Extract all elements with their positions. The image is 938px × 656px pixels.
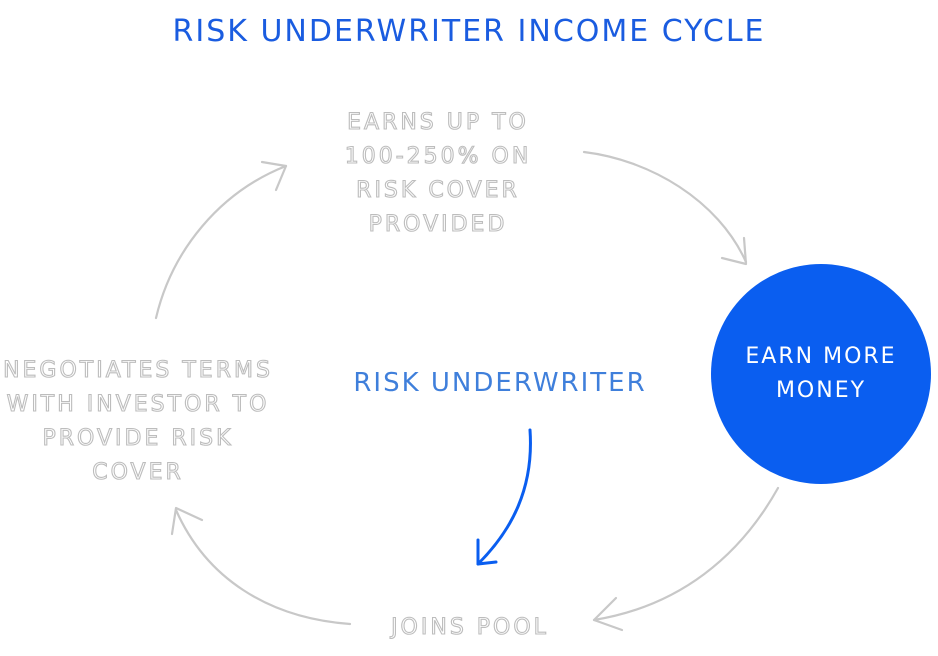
arrowhead-joins-to-negotiates: [170, 506, 204, 536]
arrow-circle-to-joins: [592, 486, 780, 622]
earn-more-money-label: EARN MORE MONEY: [745, 344, 897, 403]
diagram-title: RISK UNDERWRITER INCOME CYCLE: [172, 14, 766, 49]
arrow-center-to-joins: [476, 428, 532, 566]
arrowhead-negotiates-to-earns: [260, 160, 288, 192]
earn-more-money-circle: EARN MORE MONEY: [711, 264, 931, 484]
arrowhead-circle-to-joins: [592, 596, 624, 632]
arrow-negotiates-to-earns: [154, 164, 288, 320]
arrow-earns-to-circle: [582, 150, 748, 264]
cycle-step-earns: EARNS UP TO 100-250% ON RISK COVER PROVI…: [344, 109, 532, 237]
cycle-step-joins-pool: JOINS POOL: [391, 614, 549, 640]
cycle-step-negotiates: NEGOTIATES TERMS WITH INVESTOR TO PROVID…: [3, 357, 273, 485]
arrowhead-center-to-joins: [476, 538, 498, 566]
center-label: RISK UNDERWRITER: [353, 368, 647, 398]
arrowhead-earns-to-circle: [720, 236, 748, 266]
arrow-joins-to-negotiates: [174, 508, 352, 626]
